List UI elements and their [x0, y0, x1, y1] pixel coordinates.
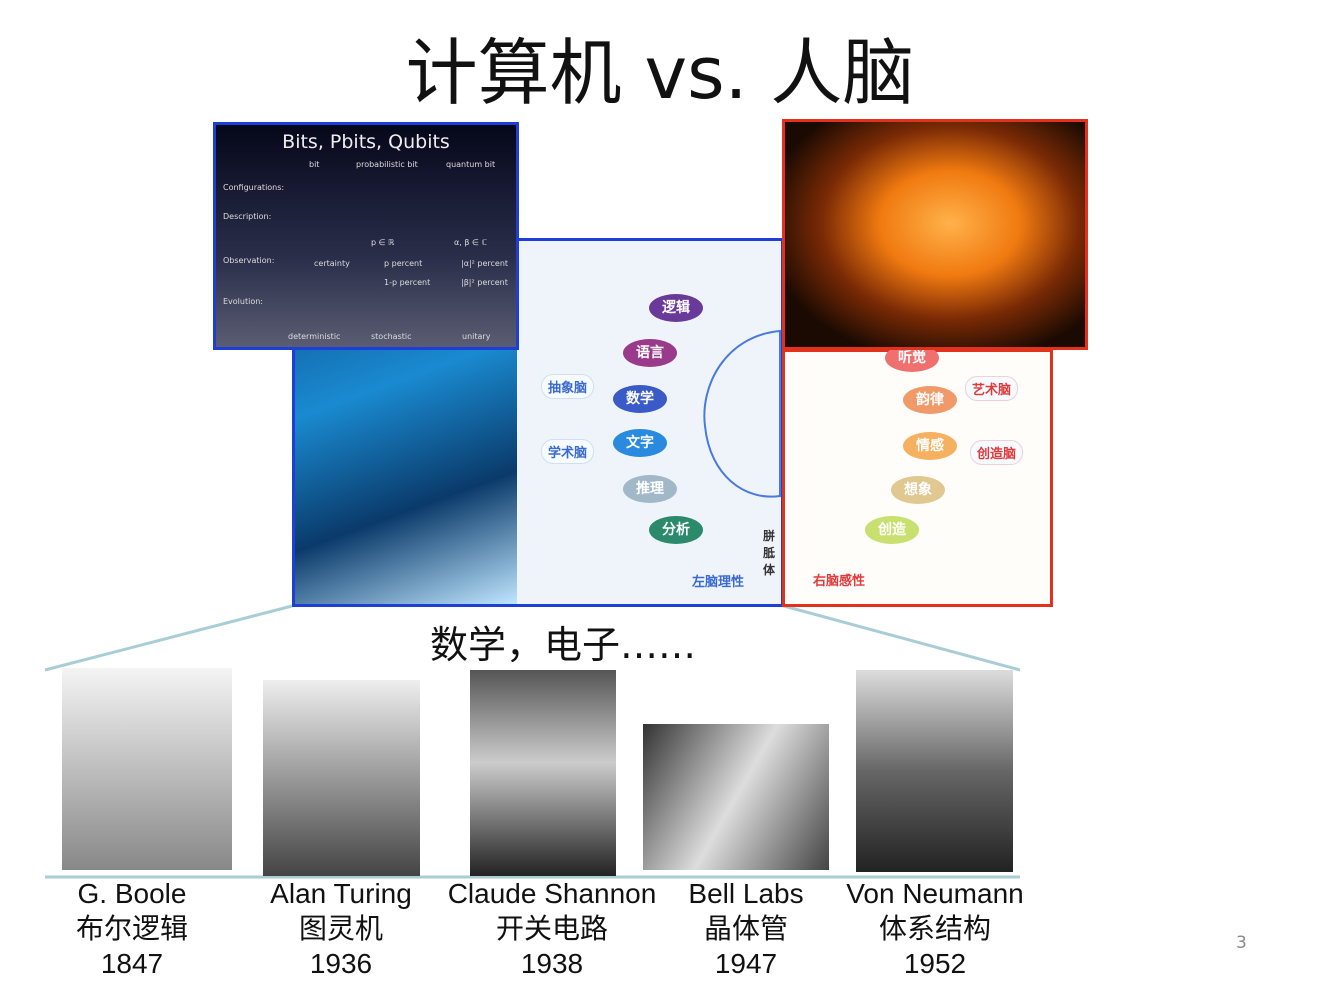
bits-title: Bits, Pbits, Qubits [282, 131, 450, 153]
row-config: Configurations: [223, 183, 285, 192]
topic: 布尔逻辑 [75, 913, 188, 944]
photo-bell-labs [643, 724, 829, 870]
name: Von Neumann [846, 878, 1024, 909]
tag-abstract: 抽象脑 [541, 374, 595, 399]
pill-analysis: 分析 [649, 516, 703, 544]
obs-text: certainty [314, 259, 350, 268]
col-bit: bit [309, 160, 320, 169]
obs-text: |α|² percent [461, 259, 509, 268]
subtitle: 数学，电子…… [430, 623, 697, 667]
tag-art: 艺术脑 [965, 376, 1019, 401]
obs-text: 1-p percent [384, 278, 431, 287]
tag-creative: 创造脑 [970, 440, 1024, 465]
name: Alan Turing [270, 878, 412, 909]
topic: 图灵机 [298, 913, 383, 944]
right-brain-image: 听觉 韵律 情感 想象 创造 艺术脑 创造脑 右脑感性 [782, 344, 1053, 607]
pill-language: 语言 [623, 339, 677, 367]
caption-boole: G. Boole 布尔逻辑 1847 [17, 876, 247, 981]
row-evo: Evolution: [223, 297, 263, 306]
col-qubit: quantum bit [446, 160, 496, 169]
evo-text: deterministic [288, 332, 341, 341]
slide-title: 计算机 vs. 人脑 [405, 31, 915, 115]
right-caption: 右脑感性 [813, 574, 866, 589]
year: 1938 [520, 948, 584, 979]
row-obs: Observation: [223, 256, 275, 265]
portrait-shannon [470, 670, 616, 876]
year: 1947 [714, 948, 778, 979]
desc-note: α, β ∈ ℂ [454, 238, 488, 247]
col-pbit: probabilistic bit [356, 160, 418, 169]
tag-academic: 学术脑 [541, 439, 595, 464]
year: 1847 [100, 948, 164, 979]
portrait-turing [263, 680, 420, 876]
year: 1952 [903, 948, 967, 979]
left-brain-outline [703, 329, 781, 498]
pill-emotion: 情感 [903, 432, 957, 460]
pill-logic: 逻辑 [649, 294, 703, 322]
evo-text: unitary [462, 332, 491, 341]
name: G. Boole [77, 878, 187, 909]
topic: 晶体管 [703, 913, 788, 944]
caption-von-neumann: Von Neumann 体系结构 1952 [820, 876, 1050, 981]
row-desc: Description: [223, 212, 272, 221]
page-number: 3 [1236, 933, 1247, 953]
portrait-von-neumann [856, 670, 1013, 872]
name: Bell Labs [688, 878, 804, 909]
pill-imagination: 想象 [891, 476, 945, 504]
obs-text: p percent [384, 259, 423, 268]
desc-note: p ∈ ℝ [371, 238, 395, 247]
pill-reasoning: 推理 [623, 475, 677, 503]
name: Claude Shannon [447, 878, 657, 909]
circuit-brain-image [782, 119, 1088, 350]
pill-creation: 创造 [865, 516, 919, 544]
year: 1936 [309, 948, 373, 979]
bits-pbits-qubits-image: Bits, Pbits, Qubits bit probabilistic bi… [213, 122, 519, 350]
obs-text: |β|² percent [461, 278, 508, 287]
caption-bell-labs: Bell Labs 晶体管 1947 [631, 876, 861, 981]
caption-turing: Alan Turing 图灵机 1936 [226, 876, 456, 981]
caption-shannon: Claude Shannon 开关电路 1938 [437, 876, 667, 981]
left-caption: 左脑理性 [692, 575, 745, 590]
portrait-boole [62, 668, 232, 870]
pill-rhythm: 韵律 [903, 386, 957, 414]
topic: 体系结构 [878, 913, 991, 944]
pill-text: 文字 [613, 429, 667, 457]
pill-math: 数学 [613, 385, 667, 413]
topic: 开关电路 [495, 913, 608, 944]
evo-text: stochastic [371, 332, 412, 341]
corpus-callosum-label: 胼胝体 [763, 529, 776, 577]
